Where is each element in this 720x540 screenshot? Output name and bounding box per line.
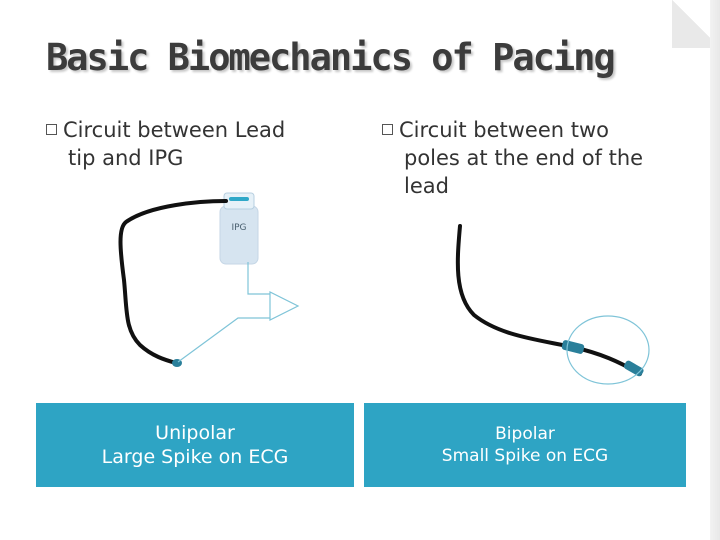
bipolar-banner: Bipolar Small Spike on ECG [364, 403, 686, 487]
ipg-device [219, 205, 259, 265]
unipolar-banner: Unipolar Large Spike on ECG [36, 403, 354, 487]
amplifier-triangle-icon [269, 291, 300, 321]
tip-electrode [623, 360, 644, 377]
unipolar-diagram: IPG [118, 192, 300, 367]
bullet-checkbox-icon [46, 124, 57, 135]
bipolar-diagram [455, 224, 650, 385]
unipolar-bullet-line1: Circuit between Lead [63, 118, 286, 142]
bipolar-bullet-line3: lead [404, 174, 449, 198]
ipg-connector [229, 197, 249, 201]
bullet-checkbox-icon [382, 124, 393, 135]
ipg-label: IPG [231, 223, 246, 233]
bipolar-bullet-line1: Circuit between two [399, 118, 610, 142]
circuit-line-tip [177, 317, 270, 363]
unipolar-bullet-line2: tip and IPG [68, 146, 184, 170]
bipolar-circuit-loop [566, 315, 650, 385]
unipolar-banner-title: Unipolar [155, 422, 235, 444]
unipolar-banner-subtitle: Large Spike on ECG [101, 446, 289, 468]
unipolar-bullet: Circuit between Lead tip and IPG [46, 116, 326, 172]
bipolar-bullet-line2: poles at the end of the [404, 146, 644, 170]
bipolar-lead-wire [455, 224, 642, 376]
bipolar-bullet: Circuit between two poles at the end of … [382, 116, 682, 200]
page-edge [710, 0, 720, 540]
slide-title: Basic Biomechanics of Pacing [46, 36, 616, 79]
bipolar-banner-subtitle: Small Spike on ECG [441, 446, 609, 466]
ring-electrode [561, 340, 585, 354]
unipolar-lead-wire [118, 199, 228, 365]
circuit-line-ipg [247, 262, 270, 295]
bipolar-banner-title: Bipolar [495, 424, 555, 444]
